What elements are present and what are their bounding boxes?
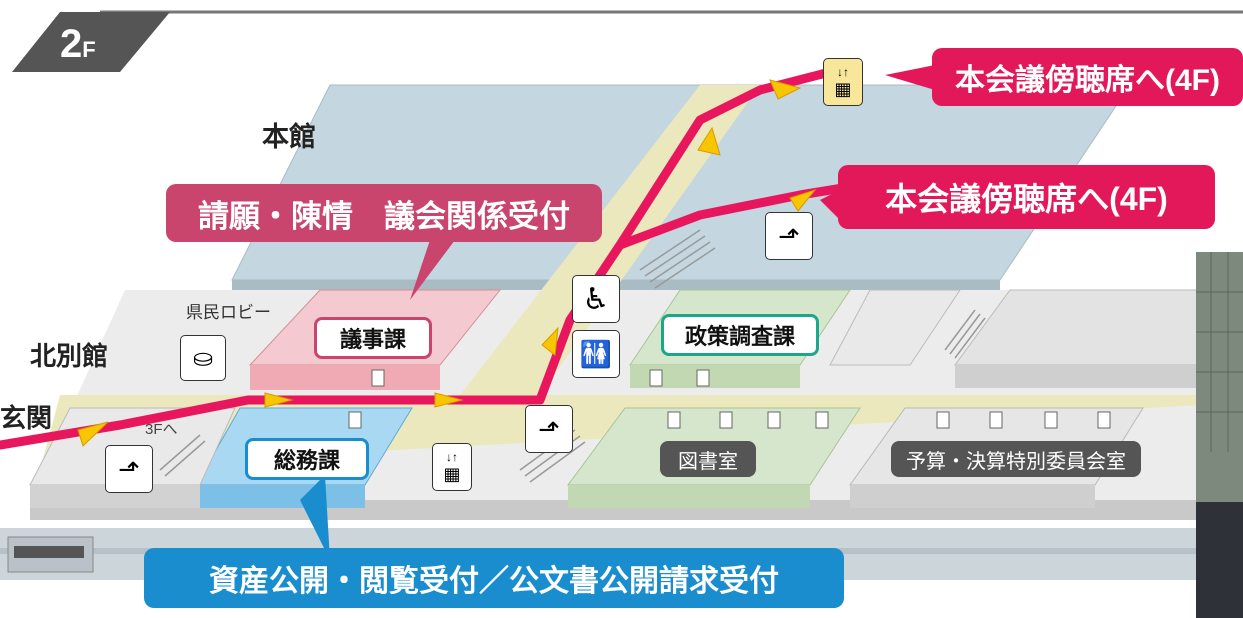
- floor-number: 2: [60, 22, 83, 66]
- gallery-stairs-tail: [820, 190, 840, 220]
- entrance-label: 玄関: [0, 403, 53, 433]
- gallery-elevator-callout: 本会議傍聴席へ(4F): [932, 48, 1243, 106]
- wheelchair-icon: ♿: [572, 275, 620, 323]
- stairs-icon: ⬏: [525, 405, 573, 453]
- floor-suffix: F: [82, 37, 96, 62]
- room-budget-label: 予算・決算特別委員会室: [891, 441, 1141, 477]
- elevator-arrows-icon: ↓↑: [446, 449, 458, 464]
- route-arrows: [77, 79, 817, 447]
- room-gijika-label: 議事課: [314, 317, 432, 359]
- petition-callout: 請願・陳情 議会関係受付: [166, 184, 602, 242]
- floor-label: 2F: [60, 22, 96, 67]
- north-annex-label: 北別館: [30, 341, 109, 371]
- route-lines: [0, 67, 860, 450]
- photo-strip: [1196, 252, 1243, 618]
- lounge-icon: ⛀: [180, 335, 226, 381]
- stairs-icon: ⬏: [765, 212, 813, 260]
- elevator-icon: ↓↑▦: [432, 443, 472, 491]
- stairs-3f-label: 3Fへ: [145, 421, 178, 438]
- doors: [348, 369, 1111, 429]
- restroom-icon: 🚻: [572, 330, 620, 378]
- floor-tab: [12, 12, 170, 72]
- room-library-label: 図書室: [660, 441, 756, 477]
- room-seisaku-label: 政策調査課: [661, 314, 819, 356]
- room-somuka-label: 総務課: [245, 438, 369, 480]
- stairs-icon: ⬏: [105, 445, 153, 493]
- main-building-label: 本館: [262, 122, 316, 152]
- corridor-to-main: [460, 85, 760, 395]
- lobby-label: 県民ロビー: [186, 303, 271, 322]
- disclosure-callout: 資産公開・閲覧受付／公文書公開請求受付: [144, 548, 844, 608]
- elevator-icon: ↓↑▦: [823, 58, 863, 106]
- elevator-people-icon: ▦: [443, 463, 461, 484]
- gallery-elevator-tail: [885, 65, 935, 90]
- petition-tail: [410, 240, 455, 300]
- gallery-stairs-callout: 本会議傍聴席へ(4F): [838, 165, 1215, 229]
- elevator-arrows-icon: ↓↑: [837, 64, 849, 79]
- disclosure-tail: [300, 475, 330, 560]
- elevator-people-icon: ▦: [834, 78, 852, 99]
